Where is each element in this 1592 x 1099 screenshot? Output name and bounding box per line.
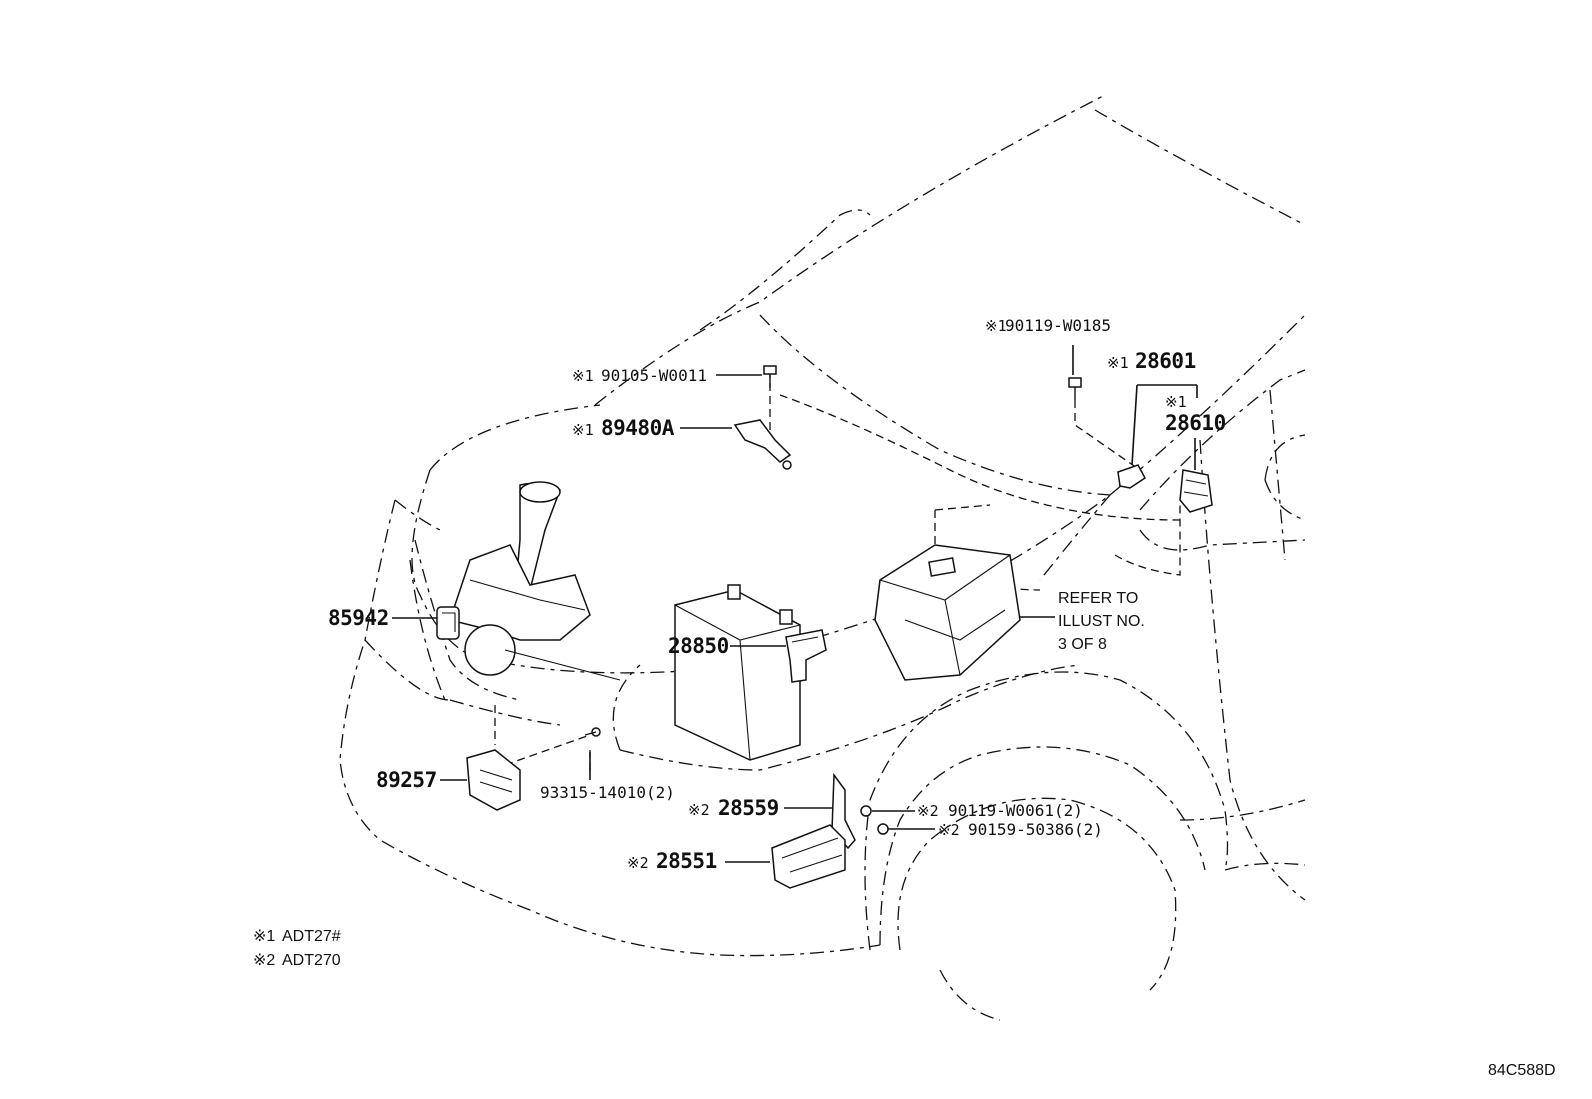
- part-28610-horn: [1179, 469, 1213, 513]
- label-28559-mark: ※2: [688, 801, 710, 819]
- part-89257-module: [466, 749, 521, 811]
- label-28551-mark: ※2: [627, 854, 649, 872]
- vehicle-outline: [339, 94, 1306, 1021]
- legend-mark-1: ※1: [253, 928, 275, 945]
- label-28601: 28601: [1135, 349, 1196, 373]
- label-90119-w0185-mark: ※1: [985, 317, 1007, 335]
- part-28601-horn: [1117, 464, 1146, 489]
- bolt-90105-w0011: [763, 365, 777, 388]
- callout-labels: ※1 90119-W0185 ※1 28601 ※1 28610 ※1 9010…: [328, 316, 1226, 873]
- refer-line-2: ILLUST NO.: [1058, 613, 1145, 630]
- part-28551-module: [771, 824, 846, 889]
- diagram-id: 84C588D: [1488, 1062, 1556, 1079]
- label-28610: 28610: [1165, 411, 1226, 435]
- label-93315-14010: 93315-14010(2): [540, 783, 675, 802]
- part-28850-sensor: [785, 629, 827, 683]
- label-90159-50386-mark: ※2: [938, 821, 960, 839]
- label-28559: 28559: [718, 796, 779, 820]
- label-28601-mark: ※1: [1107, 354, 1129, 372]
- label-89480a: 89480A: [601, 416, 675, 440]
- refer-line-1: REFER TO: [1058, 590, 1138, 607]
- label-90105-w0011: 90105-W0011: [601, 366, 707, 385]
- bolt-90119-w0185: [1068, 377, 1082, 400]
- label-28551: 28551: [656, 849, 717, 873]
- label-90119-w0185: 90119-W0185: [1005, 316, 1111, 335]
- label-90119-w0061-mark: ※2: [917, 802, 939, 820]
- bolt-93315-14010: [584, 727, 601, 737]
- part-85942-sensor: [436, 606, 621, 681]
- bolt-90119-w0061: [860, 805, 872, 817]
- bolt-90159-50386: [877, 823, 889, 835]
- washer-tank: [449, 481, 591, 641]
- label-90105-w0011-mark: ※1: [572, 367, 594, 385]
- label-28610-mark: ※1: [1165, 393, 1187, 411]
- relay-box: [874, 544, 1021, 681]
- leader-lines: [392, 345, 1198, 863]
- label-89480a-mark: ※1: [572, 421, 594, 439]
- label-85942: 85942: [328, 606, 389, 630]
- legend: ※1 ADT27# ※2 ADT270: [253, 928, 341, 969]
- legend-text-2: ADT270: [282, 952, 341, 969]
- label-28850: 28850: [668, 634, 729, 658]
- legend-text-1: ADT27#: [282, 928, 341, 945]
- refer-line-3: 3 OF 8: [1058, 636, 1107, 653]
- legend-mark-2: ※2: [253, 952, 275, 969]
- label-90159-50386: 90159-50386(2): [968, 820, 1103, 839]
- label-90119-w0061: 90119-W0061(2): [948, 801, 1083, 820]
- part-89480a-sensor: [733, 419, 792, 470]
- label-89257: 89257: [376, 768, 437, 792]
- battery: [674, 584, 801, 761]
